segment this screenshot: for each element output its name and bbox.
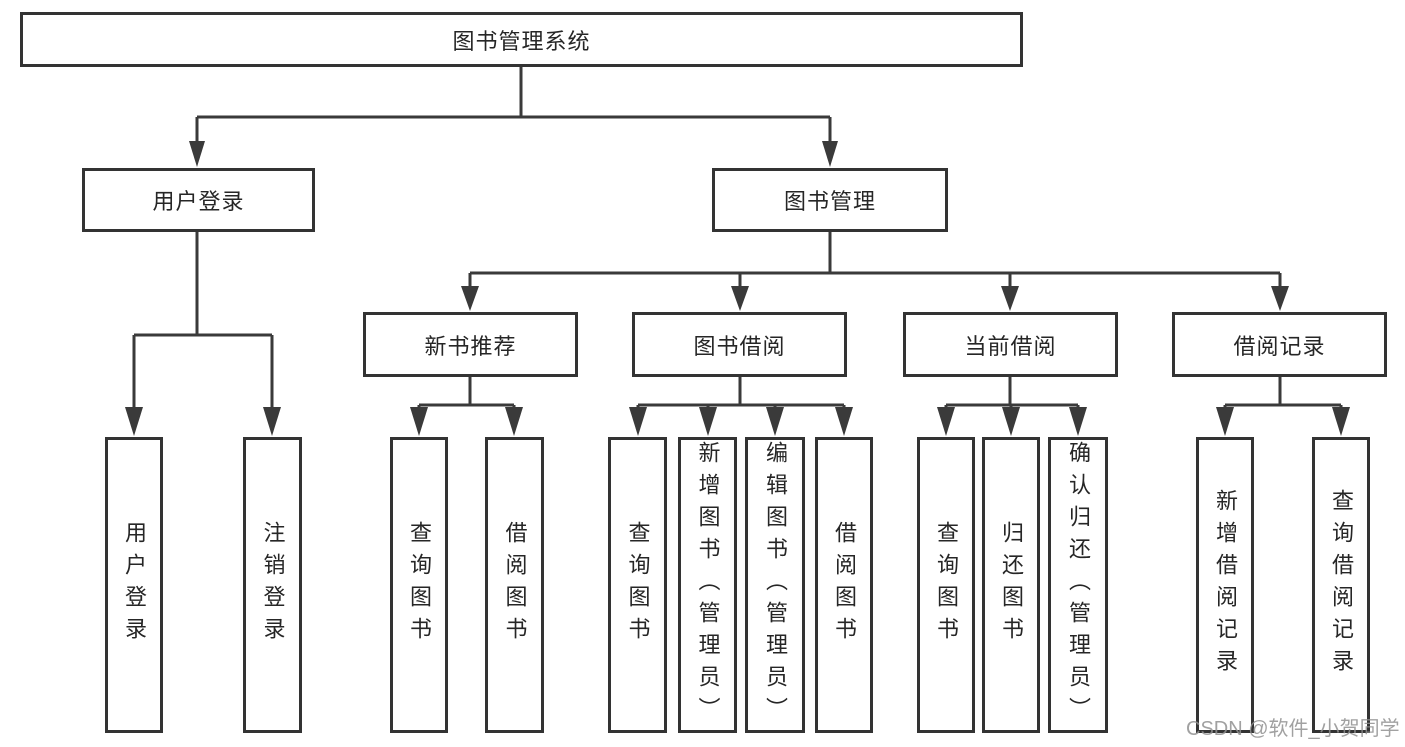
node-book-management: 图书管理 [712, 168, 948, 232]
leaf-return-books: 归还图书 [982, 437, 1040, 733]
leaf-user-login: 用户登录 [105, 437, 163, 733]
leaf-logout: 注销登录 [243, 437, 302, 733]
leaf-query-books-recommend: 查询图书 [390, 437, 448, 733]
leaf-return-books-label: 归还图书 [999, 521, 1024, 649]
node-book-management-label: 图书管理 [783, 189, 876, 214]
leaf-add-books-admin-label: 新增图书（管理员） [695, 441, 721, 729]
node-borrow-records: 借阅记录 [1172, 312, 1387, 377]
node-new-book-recommend: 新书推荐 [363, 312, 578, 377]
leaf-add-borrow-record-label: 新增借阅记录 [1213, 489, 1238, 681]
arrowheads-borrow-records-to-leaves [1216, 407, 1350, 436]
node-current-borrow: 当前借阅 [903, 312, 1118, 377]
leaf-query-borrow-record: 查询借阅记录 [1312, 437, 1370, 733]
arrowheads-book-management-to-level3 [461, 286, 1289, 311]
connector-book-management-to-level3 [468, 232, 1282, 289]
leaf-query-borrow-record-label: 查询借阅记录 [1329, 489, 1354, 681]
leaf-query-books-recommend-label: 查询图书 [407, 521, 432, 649]
node-user-login: 用户登录 [82, 168, 315, 232]
leaf-edit-books-admin-label: 编辑图书（管理员） [763, 441, 788, 729]
leaf-user-login-label: 用户登录 [122, 521, 147, 649]
leaf-confirm-return-admin-label: 确认归还（管理员） [1066, 441, 1091, 729]
leaf-query-books-borrow: 查询图书 [608, 437, 667, 733]
connector-root-to-level2 [195, 67, 832, 144]
leaf-query-books-current-label: 查询图书 [934, 521, 959, 649]
arrowheads-book-borrow-to-leaves [629, 407, 853, 436]
leaf-borrow-books: 借阅图书 [815, 437, 873, 733]
leaf-add-borrow-record: 新增借阅记录 [1196, 437, 1254, 733]
leaf-add-books-admin: 新增图书（管理员） [678, 437, 737, 733]
connector-user-login-to-leaves [132, 232, 274, 410]
node-user-login-label: 用户登录 [152, 189, 245, 214]
arrowheads-user-login-to-leaves [125, 407, 281, 436]
connector-book-borrow-to-leaves [636, 377, 846, 410]
csdn-watermark: CSDN @软件_小贺同学 [1186, 718, 1400, 740]
node-current-borrow-label: 当前借阅 [964, 333, 1057, 359]
connector-current-borrow-to-leaves [944, 377, 1080, 410]
arrowheads-current-borrow-to-leaves [937, 407, 1087, 436]
leaf-confirm-return-admin: 确认归还（管理员） [1048, 437, 1108, 733]
leaf-borrow-books-recommend: 借阅图书 [485, 437, 544, 733]
leaf-edit-books-admin: 编辑图书（管理员） [745, 437, 805, 733]
leaf-borrow-books-label: 借阅图书 [832, 521, 857, 649]
node-root-label: 图书管理系统 [452, 28, 591, 54]
leaf-borrow-books-recommend-label: 借阅图书 [502, 521, 528, 649]
node-root: 图书管理系统 [20, 12, 1023, 67]
node-new-book-recommend-label: 新书推荐 [424, 333, 517, 359]
connector-borrow-records-to-leaves [1223, 377, 1343, 410]
node-borrow-records-label: 借阅记录 [1233, 333, 1326, 359]
connector-new-book-recommend-to-leaves [417, 377, 516, 410]
leaf-query-books-current: 查询图书 [917, 437, 975, 733]
node-book-borrow: 图书借阅 [632, 312, 847, 377]
leaf-query-books-borrow-label: 查询图书 [625, 521, 651, 649]
arrowheads-root-to-level2 [189, 141, 838, 167]
node-book-borrow-label: 图书借阅 [693, 333, 786, 359]
leaf-logout-label: 注销登录 [260, 521, 286, 649]
arrowheads-new-book-recommend-to-leaves [410, 407, 523, 436]
